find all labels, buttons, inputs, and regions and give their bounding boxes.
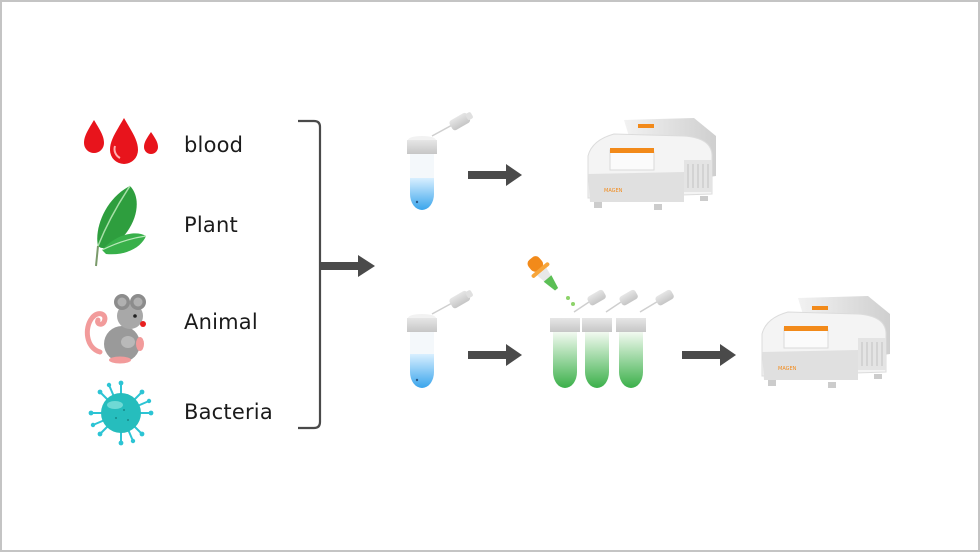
main-arrow-icon [320,255,375,277]
pcr-machine-row1: MAGEN [587,118,716,210]
source-label-bacteria: Bacteria [184,400,273,424]
green-tube-2 [582,289,638,388]
sample-tube-row1 [407,112,473,210]
green-tubes [550,289,674,388]
green-tube-1 [550,289,606,388]
machine-logo: MAGEN [604,188,623,194]
leaf-icon [95,185,147,267]
source-label-blood: blood [184,133,244,157]
machine-logo: MAGEN [778,366,797,372]
dropper-icon [527,256,575,306]
mouse-icon [84,294,146,364]
arrow-row2-a [468,344,522,366]
arrow-row1 [468,164,522,186]
source-label-animal: Animal [184,310,258,334]
blood-drops-icon [84,118,158,164]
arrow-row2-b [682,344,736,366]
bracket [298,119,322,430]
bacteria-icon [88,380,154,446]
source-label-plant: Plant [184,213,238,237]
pcr-machine-row2: MAGEN [761,296,890,388]
green-tube-3 [616,289,674,388]
sample-tube-row2 [407,290,473,388]
